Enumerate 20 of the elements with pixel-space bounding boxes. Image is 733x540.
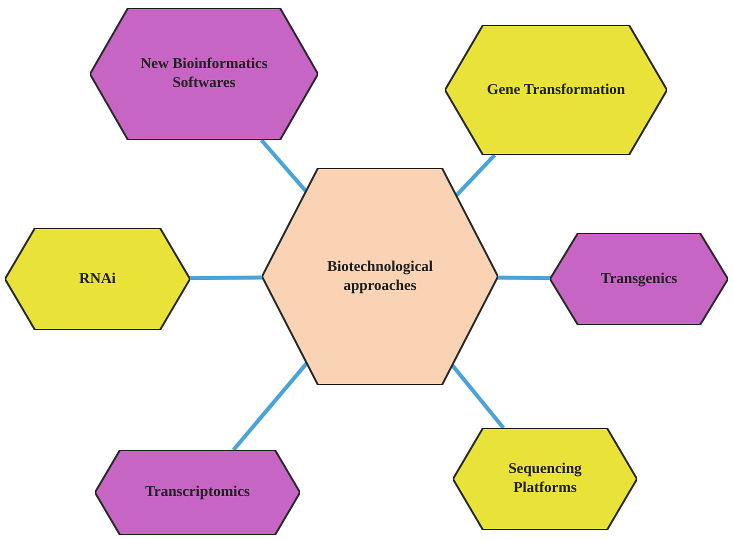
connector-line	[450, 364, 505, 430]
node-label: Transgenics	[600, 270, 678, 288]
connector-line	[497, 276, 551, 280]
node-label: New Bioinformatics Softwares	[139, 55, 269, 93]
hexagon	[5, 228, 190, 330]
node-label: Transcriptomics	[145, 483, 250, 502]
connector-line	[190, 276, 263, 280]
hexagon	[262, 168, 498, 385]
hexagon	[90, 8, 318, 140]
hexagon	[550, 233, 728, 325]
hexagon	[95, 450, 300, 535]
hexagon	[453, 428, 637, 530]
node-label: RNAi	[79, 270, 116, 288]
connector-line	[454, 154, 496, 198]
node-label: Biotechnological approaches	[326, 258, 434, 296]
node-label: Sequencing Platforms	[507, 460, 583, 498]
hexagon	[445, 25, 667, 155]
connector-line	[232, 362, 308, 452]
connector-line	[260, 138, 308, 193]
node-label: Gene Transformation	[486, 80, 626, 100]
